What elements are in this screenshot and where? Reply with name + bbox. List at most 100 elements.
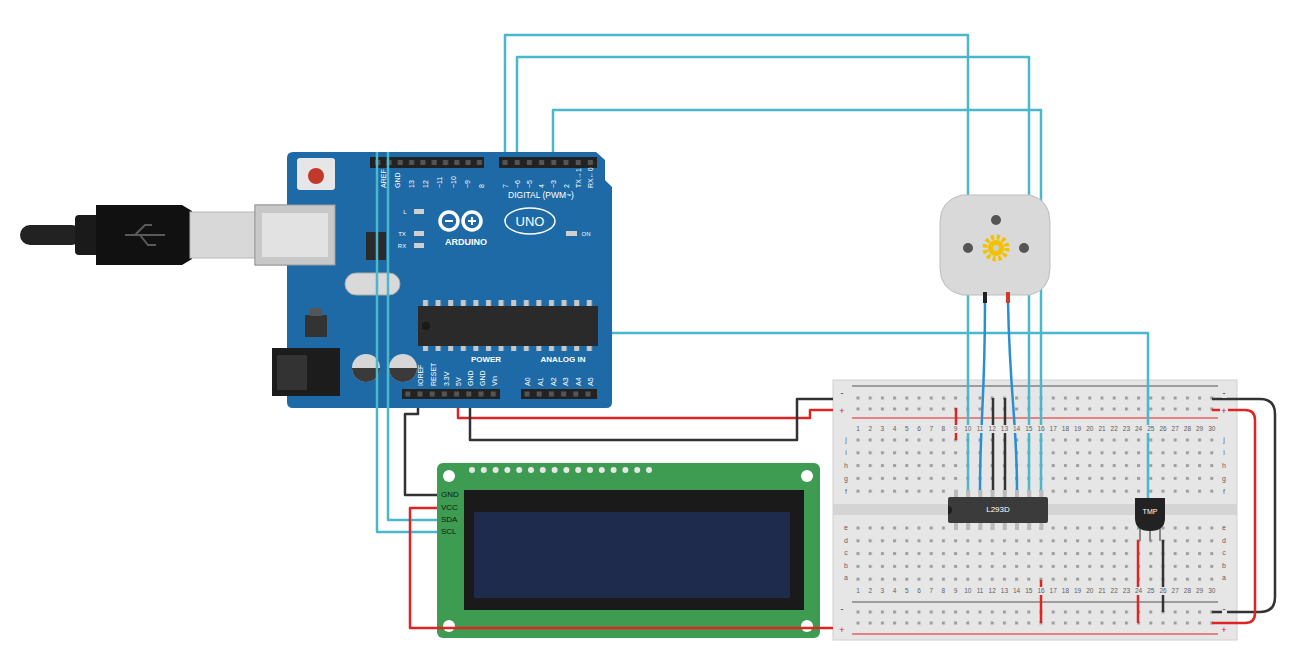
breadboard-label: 8: [941, 587, 947, 594]
breadboard-label: 13: [1000, 587, 1009, 594]
breadboard-label: d: [843, 537, 849, 545]
breadboard-label: -: [1222, 604, 1227, 614]
sensor-label: TMP: [1143, 508, 1158, 516]
breadboard-label: 5: [904, 587, 910, 594]
breadboard-label: +: [838, 625, 845, 635]
breadboard-label: f: [1222, 488, 1226, 496]
pin-label: 7: [502, 184, 509, 188]
breadboard-label: 6: [916, 425, 922, 432]
breadboard-label: 2: [867, 587, 873, 594]
breadboard-label: b: [1221, 562, 1227, 570]
breadboard-label: 14: [1012, 587, 1021, 594]
breadboard-label: e: [843, 524, 849, 532]
breadboard-label: 29: [1195, 425, 1204, 432]
breadboard-label: 25: [1146, 425, 1155, 432]
breadboard-label: 28: [1183, 425, 1192, 432]
pin-label: ~11: [436, 177, 443, 188]
chip-label: L293D: [986, 505, 1010, 514]
breadboard-label: 9: [953, 587, 959, 594]
pin-label: ~9: [464, 180, 471, 188]
breadboard-label: f: [844, 488, 848, 496]
pin-label: 12: [422, 180, 429, 188]
breadboard-label: j: [844, 436, 848, 444]
breadboard-label: 17: [1049, 587, 1058, 594]
breadboard-label: 16: [1036, 425, 1045, 432]
pin-label: A3: [562, 377, 569, 386]
breadboard: [833, 380, 1237, 640]
breadboard-label: -: [1222, 388, 1227, 398]
breadboard-label: 8: [941, 425, 947, 432]
pin-label: ON: [582, 231, 591, 238]
breadboard-label: c: [1221, 549, 1227, 557]
pin-label: ~10: [450, 176, 457, 188]
pin-label: GND: [394, 172, 401, 188]
wire: [405, 408, 437, 495]
breadboard-label: 24: [1134, 425, 1143, 432]
breadboard-label: 1: [855, 425, 861, 432]
pin-label: Vin: [491, 376, 498, 386]
breadboard-label: 24: [1134, 587, 1143, 594]
tmp-sensor: TMP: [1135, 498, 1165, 531]
breadboard-label: 19: [1073, 425, 1082, 432]
breadboard-label: c: [843, 549, 849, 557]
arduino-board: AREFGND1312~11~10~987~6~54~32TX→1RX←0DIG…: [287, 152, 612, 408]
pin-label: 8: [478, 184, 485, 188]
wire: [505, 35, 968, 497]
breadboard: -+-+123456789101112131415161718192021222…: [833, 380, 1237, 640]
breadboard-label: b: [843, 562, 849, 570]
breadboard-label: 18: [1061, 425, 1070, 432]
l293d-chip-body: [948, 490, 1048, 530]
breadboard-label: 19: [1073, 587, 1082, 594]
breadboard-label: e: [1221, 524, 1227, 532]
breadboard-label: 21: [1097, 425, 1106, 432]
wire: [458, 408, 833, 418]
pin-label: DIGITAL (PWM~): [508, 191, 574, 201]
breadboard-label: 4: [892, 425, 898, 432]
breadboard-label: 11: [976, 425, 985, 432]
pin-label: A0: [524, 377, 531, 386]
pin-label: ANALOG IN: [541, 355, 586, 364]
wire: [612, 333, 1148, 498]
pin-label: ~3: [550, 180, 557, 188]
breadboard-label: g: [1221, 475, 1227, 483]
dc-motor: [940, 195, 1050, 490]
breadboard-label: 16: [1036, 587, 1045, 594]
lcd-pin-label: SCL: [441, 527, 457, 536]
breadboard-label: j: [1222, 436, 1226, 444]
tmp36-sensor: [1135, 498, 1165, 541]
breadboard-label: 6: [916, 587, 922, 594]
breadboard-label: 5: [904, 425, 910, 432]
breadboard-label: 7: [928, 425, 934, 432]
pin-label: 4: [538, 184, 545, 188]
breadboard-label: i: [1222, 449, 1226, 457]
breadboard-label: 22: [1110, 587, 1119, 594]
pin-label: 3.3V: [443, 372, 450, 386]
breadboard-label: 11: [976, 587, 985, 594]
breadboard-label: 20: [1085, 587, 1094, 594]
pin-label: 2: [563, 184, 570, 188]
pin-label: TX→1: [575, 168, 582, 188]
pin-label: POWER: [471, 355, 501, 364]
breadboard-label: 22: [1110, 425, 1119, 432]
arduino-uno-board: [255, 152, 612, 408]
pin-label: 13: [408, 180, 415, 188]
pin-label: A1: [537, 377, 544, 386]
breadboard-label: 7: [928, 587, 934, 594]
lcd-pin-label: SDA: [441, 515, 457, 524]
breadboard-label: 15: [1024, 425, 1033, 432]
breadboard-label: 9: [953, 425, 959, 432]
breadboard-label: h: [843, 462, 849, 470]
pin-label: UNO: [516, 215, 545, 230]
pin-label: RESET: [430, 363, 437, 386]
lcd-module: [437, 463, 820, 638]
pin-label: TX: [398, 231, 406, 238]
pin-label: RX←0: [587, 167, 594, 188]
breadboard-label: 3: [880, 425, 886, 432]
pin-label: ~5: [526, 180, 533, 188]
wire: [388, 152, 437, 520]
breadboard-label: 23: [1122, 425, 1131, 432]
wire: [410, 508, 833, 628]
